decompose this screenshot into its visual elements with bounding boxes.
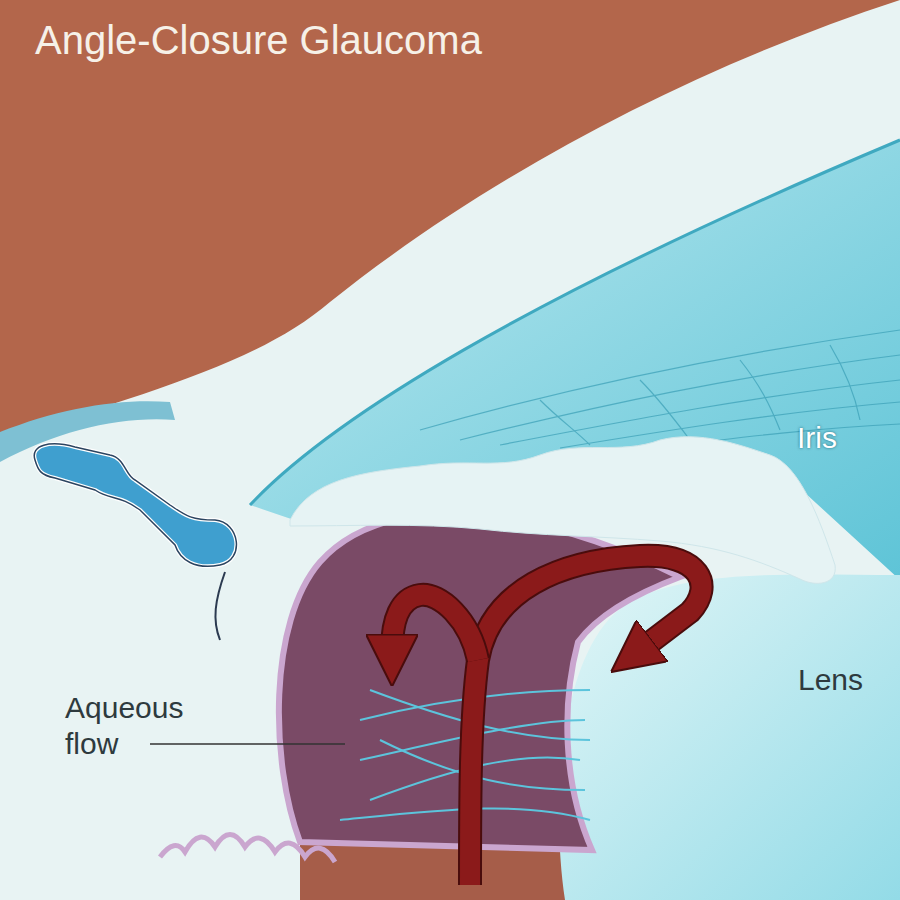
ciliary-processes bbox=[160, 835, 335, 863]
trabecular-line bbox=[215, 572, 225, 640]
part-label: Aqueous flow bbox=[65, 690, 215, 762]
aqueous-arrows bbox=[392, 556, 702, 885]
leader-line bbox=[150, 743, 345, 745]
lens-body bbox=[559, 574, 900, 900]
schlemm-canal bbox=[34, 444, 236, 566]
part-label: Iris bbox=[797, 420, 837, 456]
part-label: Lens bbox=[798, 662, 863, 698]
diagram-title: Angle-Closure Glaucoma bbox=[35, 16, 482, 64]
schlemm-outline bbox=[34, 444, 236, 566]
